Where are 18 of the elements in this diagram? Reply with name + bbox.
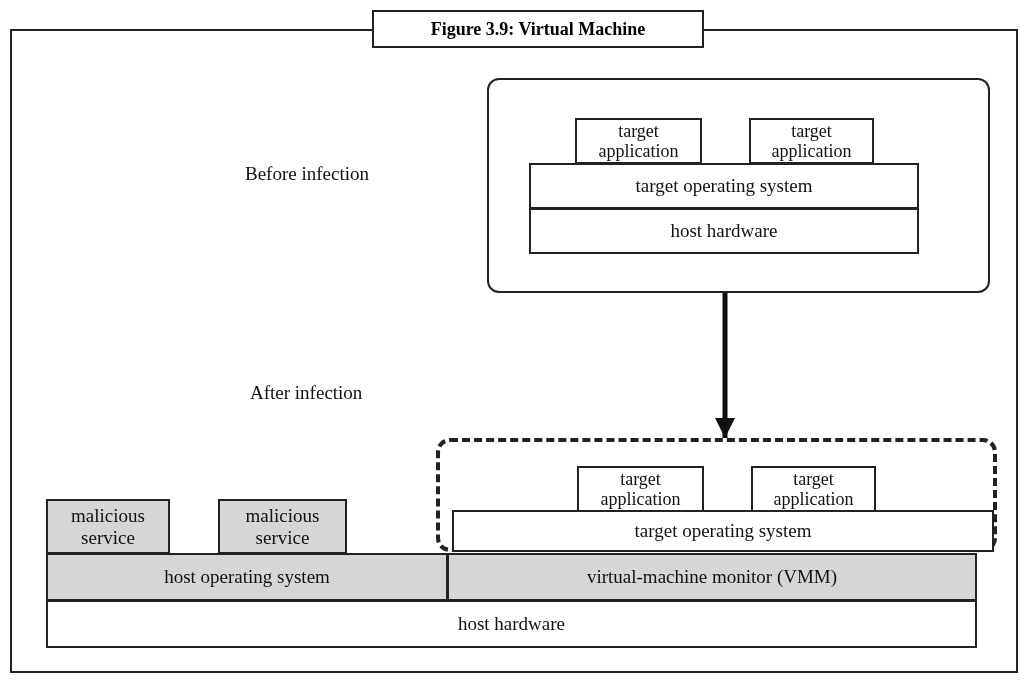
application-layer: target application	[575, 118, 702, 164]
application-layer: target application	[577, 466, 704, 512]
operating-system-layer: host operating system	[46, 553, 448, 601]
stage-label: Before infection	[245, 163, 369, 185]
application-layer: target application	[751, 466, 876, 512]
operating-system-layer: target operating system	[529, 163, 919, 209]
application-layer: target application	[749, 118, 874, 164]
dashed-container	[436, 438, 997, 552]
hardware-layer: host hardware	[529, 208, 919, 254]
hardware-layer: host hardware	[46, 600, 977, 648]
arrow	[715, 293, 735, 438]
malicious-service-layer: malicious service	[218, 499, 347, 554]
malicious-service-layer: malicious service	[46, 499, 170, 554]
operating-system-layer: target operating system	[452, 510, 994, 552]
figure-title: Figure 3.9: Virtual Machine	[372, 10, 704, 48]
rounded-container	[487, 78, 990, 293]
stage-label: After infection	[250, 382, 363, 404]
monitor-layer: virtual-machine monitor (VMM)	[447, 553, 977, 601]
